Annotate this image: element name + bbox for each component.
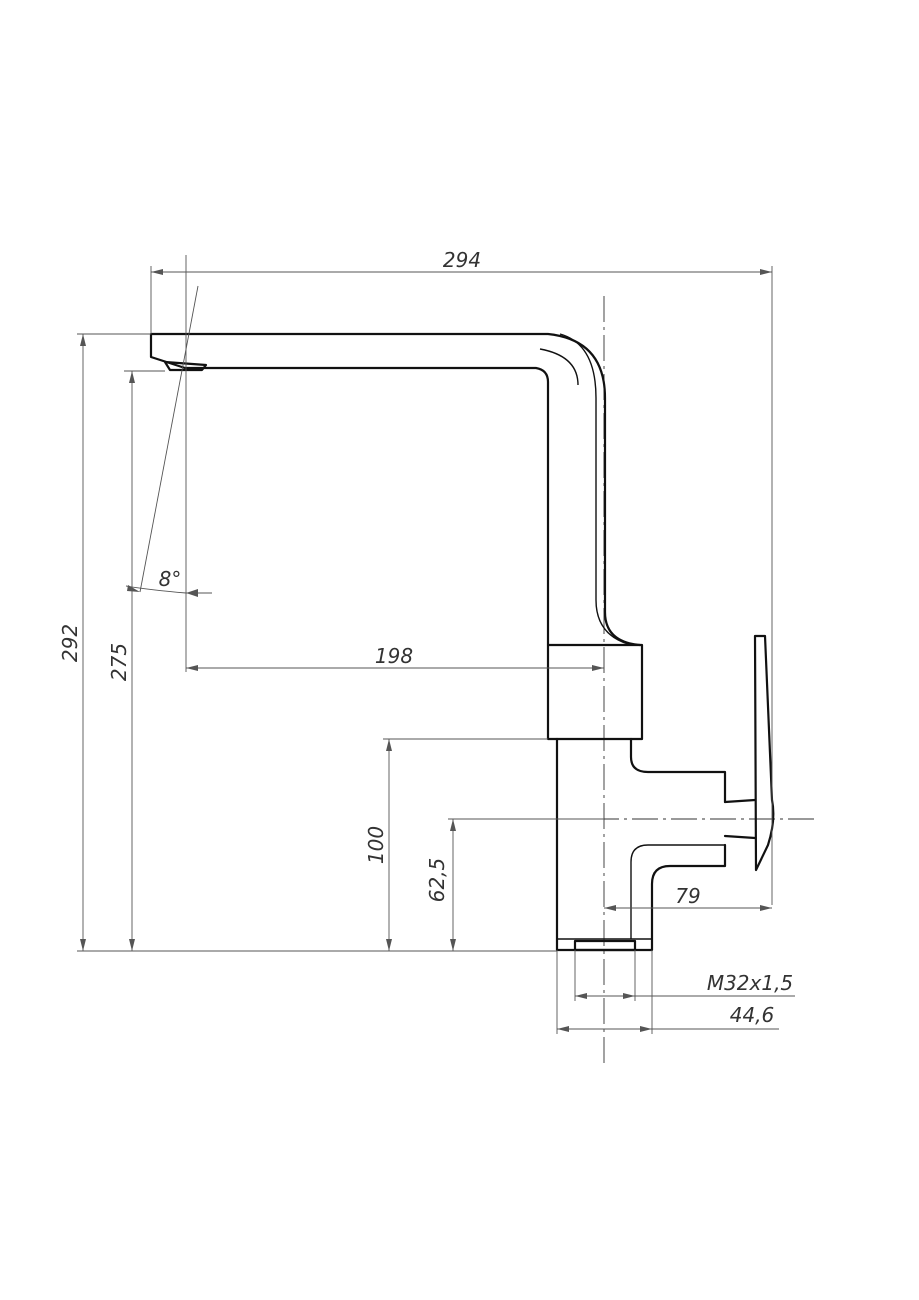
- lever-handle: [753, 634, 775, 872]
- dim-overall-height-label: 292: [58, 624, 82, 662]
- spout-collar: [546, 643, 644, 741]
- dim-overall-height: 292: [58, 334, 86, 951]
- body-inner-edge: [630, 844, 725, 939]
- dim-lever-axis-height-label: 62,5: [425, 858, 449, 903]
- aerator: [163, 360, 208, 372]
- dim-base-diameter: 44,6: [557, 1003, 779, 1032]
- dim-base-diameter-label: 44,6: [730, 1003, 775, 1027]
- dim-overall-width-label: 294: [443, 248, 481, 272]
- lever-stem: [723, 798, 757, 840]
- extension-lines: [77, 255, 773, 1034]
- faucet-outline: [149, 332, 775, 952]
- dim-lever-reach-label: 79: [675, 884, 700, 908]
- dim-spout-angle: 8°: [125, 285, 212, 597]
- base-thread: [573, 939, 637, 952]
- dim-spout-angle-label: 8°: [159, 567, 182, 591]
- spout-shadow-line: [559, 333, 629, 645]
- dim-thread-label: M32x1,5: [707, 971, 793, 995]
- dim-spout-reach: 198: [186, 644, 604, 671]
- spout: [149, 332, 642, 647]
- dim-outlet-height: 275: [107, 371, 135, 951]
- dim-thread: M32x1,5: [575, 971, 795, 999]
- dim-body-height: 100: [364, 739, 392, 951]
- dim-lever-reach: 79: [604, 884, 772, 911]
- dim-overall-width: 294: [151, 248, 772, 275]
- dim-lever-axis-height: 62,5: [425, 819, 456, 951]
- dim-outlet-height-label: 275: [107, 643, 131, 681]
- spout-inner-contour: [539, 348, 579, 386]
- dim-body-height-label: 100: [364, 826, 388, 864]
- dim-spout-reach-label: 198: [375, 644, 413, 668]
- faucet-body: [555, 737, 727, 952]
